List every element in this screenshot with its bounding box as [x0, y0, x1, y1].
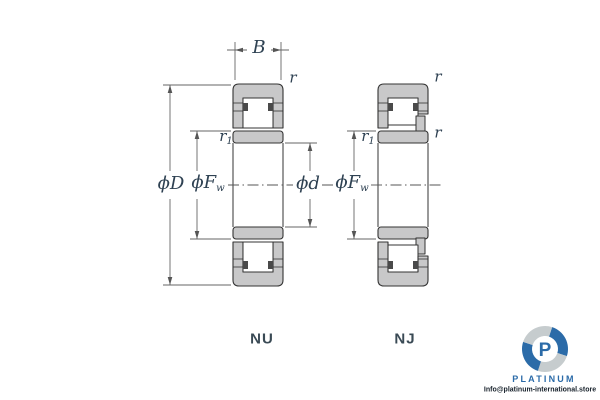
nu-outer-ring-top [232, 83, 284, 129]
dim-label-chamfer-r-nj-top: r [434, 67, 442, 86]
platinum-monogram: P [539, 340, 552, 361]
dim-label-bore-diameter: ϕd [296, 173, 320, 194]
bearing-type-label-nu: NU [250, 330, 274, 348]
dim-label-chamfer-r1-nu: r1 [219, 127, 233, 147]
dim-label-chamfer-r1-nj: r1 [361, 127, 375, 147]
nj-cage-bottom [378, 258, 428, 269]
nj-bearing-drawing [377, 83, 429, 287]
dim-label-width-b: B [252, 37, 266, 58]
dim-label-chamfer-r-nj-mid: r [434, 123, 442, 142]
nu-inner-ring-bottom [232, 226, 284, 240]
nj-inner-ring-top [377, 130, 429, 144]
nu-cage-bottom [233, 258, 283, 269]
nu-inner-ring-top [232, 130, 284, 144]
dim-label-raceway-diameter-nu: ϕFw [191, 172, 225, 194]
nj-roller-top [387, 97, 419, 126]
nj-outer-ring-top [377, 83, 429, 129]
bearing-type-label-nj: NJ [394, 330, 416, 348]
platinum-email-text: Info@platinum-international.store [483, 386, 597, 394]
nj-cage-top [378, 102, 428, 112]
platinum-logo-icon: P [521, 326, 568, 372]
nu-roller-top [242, 97, 274, 129]
dim-label-outer-diameter: ϕD [157, 173, 185, 194]
nu-cage-top [233, 102, 283, 112]
dimension-arrowheads [167, 47, 357, 285]
nj-inner-ring-bottom [377, 226, 429, 240]
nu-outer-ring-bottom [232, 241, 284, 287]
nu-bearing-drawing [232, 83, 284, 287]
nj-inner-rib-top [415, 115, 426, 133]
platinum-brand-text: PLATINUM [512, 374, 576, 384]
nj-outer-ring-bottom [377, 241, 429, 287]
dim-label-chamfer-r-nu-top: r [289, 68, 297, 87]
dim-label-raceway-diameter-nj: ϕFw [335, 172, 369, 194]
